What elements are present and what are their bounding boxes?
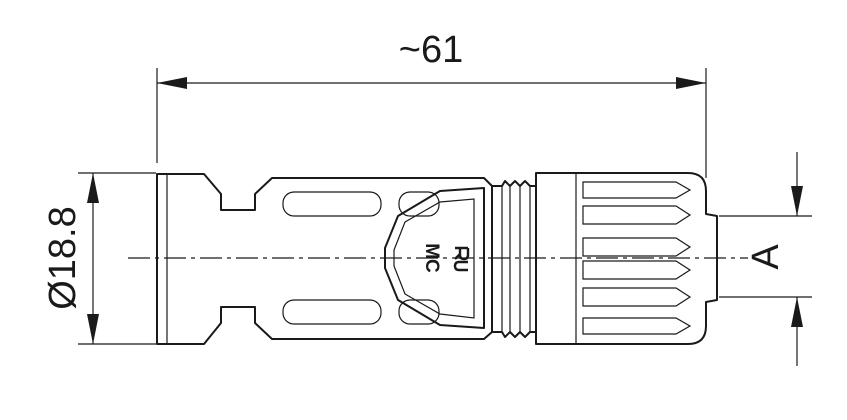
length-label: ~61: [399, 29, 463, 71]
diameter-arrow-bottom: [87, 314, 99, 344]
grip-rib-4: [582, 260, 692, 280]
length-arrow-right: [676, 77, 706, 89]
grip-rib-6: [582, 317, 692, 335]
thread-bottom-edge: [491, 331, 537, 338]
range-arrow-bottom: [791, 297, 803, 327]
logo-shield-inner: [393, 198, 475, 319]
connector-body: MC: [156, 172, 718, 345]
window-slot-top-left: [282, 191, 382, 217]
grip-rib-3: [582, 237, 692, 257]
grip-rib-1: [582, 181, 692, 199]
mc-logo-text: MC: [421, 243, 442, 273]
window-slot-bottom-right: [398, 299, 440, 325]
grip-rib-5: [582, 287, 692, 307]
range-label: A: [745, 244, 787, 270]
grip-rib-2: [582, 205, 692, 225]
diameter-dimension: Ø18.8: [42, 172, 156, 345]
thread-section: [491, 180, 537, 338]
range-arrow-top: [791, 186, 803, 216]
window-slot-top-right: [398, 191, 440, 217]
logo-shield: [384, 187, 485, 329]
window-slot-bottom-left: [282, 299, 382, 325]
thread-top-edge: [491, 180, 537, 187]
cable-range-dimension: A: [719, 152, 812, 366]
diameter-label: Ø18.8: [42, 206, 84, 310]
length-arrow-left: [157, 77, 187, 89]
cap-nut-outline: [535, 172, 718, 345]
certification-mark-icon: [453, 246, 470, 272]
diameter-arrow-top: [87, 173, 99, 203]
length-dimension: ~61: [156, 29, 707, 178]
